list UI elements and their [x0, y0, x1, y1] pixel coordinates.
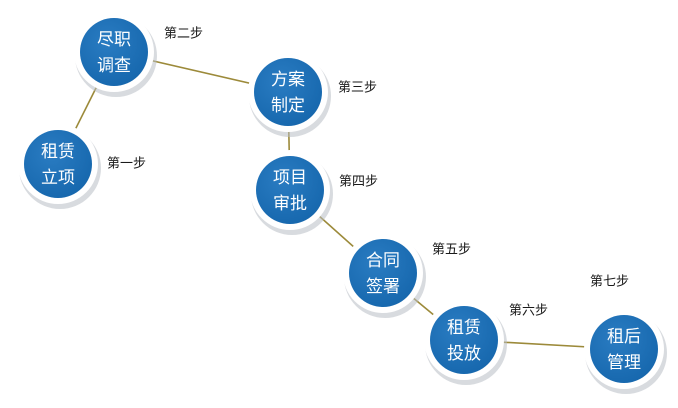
step-node-line1: 合同 — [366, 251, 400, 271]
step-node-line1: 租后 — [607, 327, 641, 347]
step-label: 第四步 — [339, 175, 378, 190]
step-label: 第七步 — [590, 275, 629, 290]
step-label: 第六步 — [509, 304, 548, 319]
step-label: 第五步 — [432, 243, 471, 258]
step-node-line2: 立项 — [41, 168, 75, 188]
step-node-line1: 项目 — [273, 168, 307, 188]
step-label: 第三步 — [338, 81, 377, 96]
step-label: 第二步 — [164, 27, 203, 42]
step-node-post-lease-management: 租后 管理 第七步 — [584, 275, 667, 394]
step-node-project-review: 项目 审批 第四步 — [250, 150, 378, 235]
step-node-line1: 尽职 — [97, 30, 131, 50]
step-node-line2: 管理 — [607, 353, 641, 373]
step-node-line1: 租赁 — [41, 142, 75, 162]
step-label: 第一步 — [107, 157, 146, 172]
step-nodes: 租赁 立项 第一步 尽职 调查 第二步 方案 制定 第三步 项目 — [18, 12, 667, 394]
step-node-line1: 方案 — [271, 70, 305, 90]
step-node-line2: 制定 — [271, 96, 305, 116]
step-node-line1: 租赁 — [447, 318, 481, 338]
step-node-lease-investment: 租赁 投放 第六步 — [424, 300, 548, 385]
step-node-contract-signing: 合同 签署 第五步 — [343, 233, 471, 318]
step-node-line2: 签署 — [366, 277, 400, 297]
step-node-plan-formulation: 方案 制定 第三步 — [248, 52, 377, 137]
step-node-lease-initiation: 租赁 立项 第一步 — [18, 124, 146, 209]
step-node-line2: 审批 — [273, 194, 307, 214]
step-node-due-diligence: 尽职 调查 第二步 — [74, 12, 203, 97]
step-node-line2: 投放 — [447, 344, 481, 364]
step-node-line2: 调查 — [97, 56, 131, 76]
